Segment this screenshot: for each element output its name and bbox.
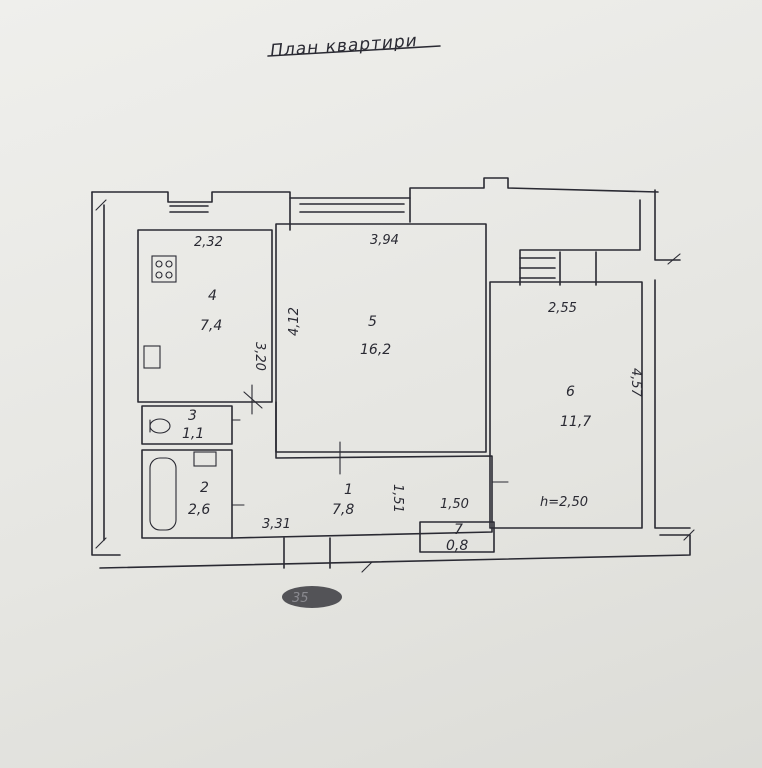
door-marks — [231, 384, 509, 506]
room-1-area: 7,8 — [332, 502, 354, 518]
room-7-number: 7 — [454, 522, 463, 538]
room-5-area: 16,2 — [360, 342, 391, 358]
room-7-walls — [419, 521, 495, 553]
dim-living-width: 3,94 — [370, 233, 399, 248]
washbasin-icon — [193, 451, 217, 467]
toilet-icon — [149, 418, 171, 434]
fixtures — [143, 255, 217, 531]
ceiling-height: h=2,50 — [540, 495, 588, 510]
dim-hall-length: 3,31 — [262, 517, 291, 532]
interior-walls — [137, 223, 643, 569]
plan-title: План квартири — [270, 31, 419, 61]
room-3-walls — [141, 405, 233, 445]
room-5-number: 5 — [368, 314, 377, 330]
room-5-walls — [275, 223, 487, 453]
dim-hall-width: 1,51 — [390, 484, 405, 513]
room-2-number: 2 — [200, 480, 209, 496]
bathtub-icon — [149, 457, 177, 531]
blurred-stamp: 35 — [282, 586, 342, 608]
dim-bedroom-length: 4,57 — [628, 368, 643, 398]
dim-bedroom-width: 2,55 — [548, 301, 577, 316]
room-6-walls — [489, 281, 643, 529]
room-2-area: 2,6 — [188, 502, 210, 518]
stove-icon — [151, 255, 177, 283]
outer-walls — [91, 177, 695, 573]
stamp-text: 35 — [292, 591, 309, 606]
dim-living-length: 4,12 — [287, 307, 302, 336]
room-labels: 4 7,4 5 16,2 6 11,7 3 1,1 2 2,6 1 7,8 7 … — [182, 288, 591, 554]
dim-balcony-length: 1,50 — [440, 497, 469, 512]
room-3-area: 1,1 — [182, 426, 204, 442]
room-2-walls — [141, 449, 233, 539]
dimension-labels: 2,32 3,20 3,94 4,12 2,55 4,57 3,31 1,51 … — [194, 233, 643, 532]
room-6-area: 11,7 — [560, 414, 591, 430]
room-1-number: 1 — [344, 482, 353, 498]
room-7-area: 0,8 — [446, 538, 468, 554]
room-6-number: 6 — [566, 384, 575, 400]
room-3-number: 3 — [188, 408, 197, 424]
room-4-walls — [137, 229, 273, 403]
dim-kitchen-width: 2,32 — [194, 235, 223, 250]
title-underline — [267, 45, 441, 57]
room-4-area: 7,4 — [200, 318, 222, 334]
sink-icon — [143, 345, 161, 369]
dim-kitchen-length: 3,20 — [252, 342, 267, 371]
room-4-number: 4 — [208, 288, 217, 304]
